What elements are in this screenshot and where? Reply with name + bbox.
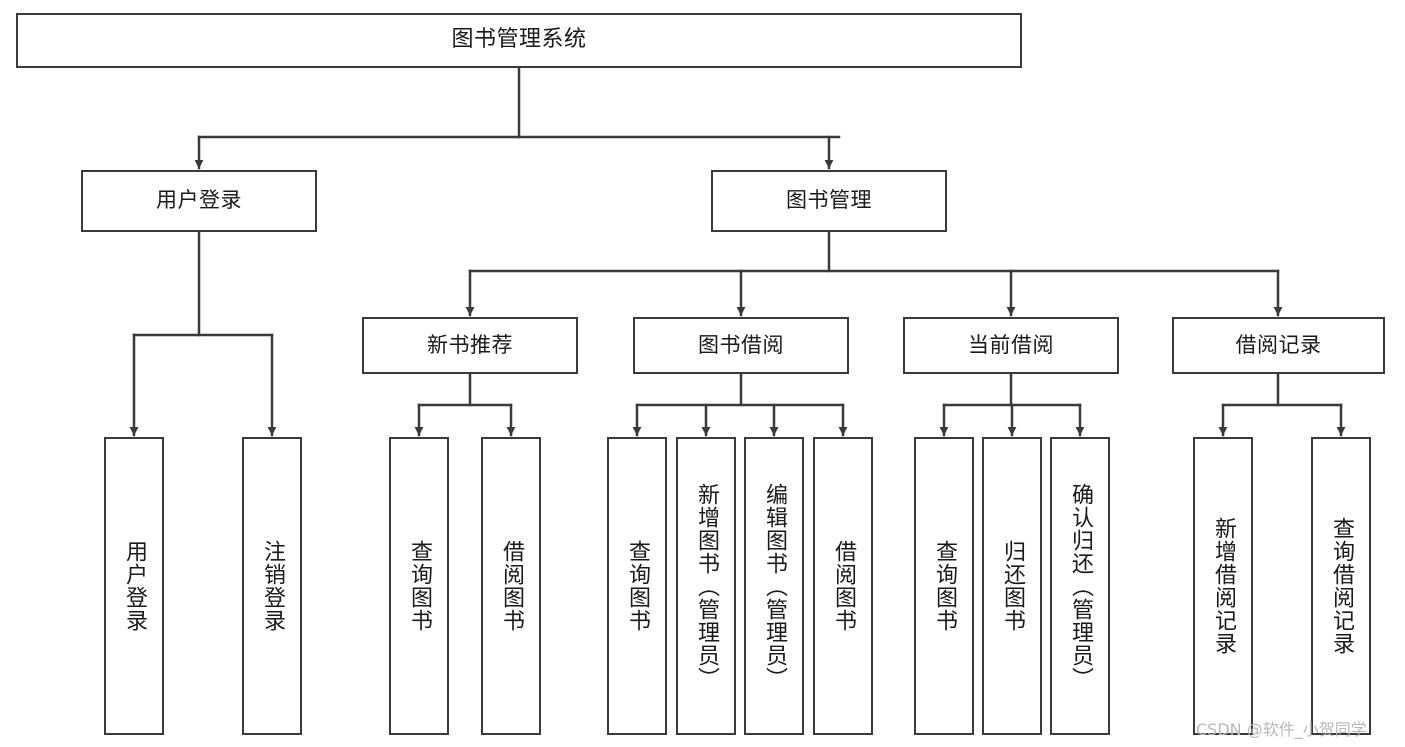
node-book-manage[interactable]: 图书管理 (711, 170, 947, 232)
node-leaf-user-login[interactable]: 用户登录 (104, 437, 164, 735)
node-leaf-user-login-label: 用户登录 (122, 540, 147, 632)
node-leaf-query-book-2-label: 查询图书 (625, 540, 650, 632)
node-leaf-borrow-book-2-label: 借阅图书 (831, 540, 856, 632)
node-user-login[interactable]: 用户登录 (81, 170, 317, 232)
node-leaf-add-record-label: 新增借阅记录 (1211, 517, 1236, 655)
node-borrow-record[interactable]: 借阅记录 (1172, 317, 1385, 374)
node-leaf-query-record-label: 查询借阅记录 (1329, 517, 1354, 655)
node-leaf-borrow-book-2[interactable]: 借阅图书 (813, 437, 873, 735)
node-book-borrow-label: 图书借阅 (698, 332, 784, 357)
csdn-watermark: CSDN @软件_小贺同学 (1196, 720, 1367, 739)
node-leaf-return-book-label: 归还图书 (1000, 540, 1025, 632)
node-book-borrow[interactable]: 图书借阅 (633, 317, 849, 374)
node-leaf-borrow-book-1-label: 借阅图书 (499, 540, 524, 632)
node-leaf-logout-label: 注销登录 (260, 540, 285, 632)
node-leaf-query-book-3[interactable]: 查询图书 (914, 437, 974, 735)
node-leaf-query-record[interactable]: 查询借阅记录 (1311, 437, 1371, 735)
node-leaf-query-book-1[interactable]: 查询图书 (389, 437, 449, 735)
node-leaf-return-book[interactable]: 归还图书 (982, 437, 1042, 735)
node-leaf-add-book-label: 新增图书（管理员） (694, 482, 719, 690)
node-leaf-edit-book-label: 编辑图书（管理员） (762, 482, 787, 690)
node-leaf-edit-book[interactable]: 编辑图书（管理员） (744, 437, 804, 735)
node-new-book-recommend[interactable]: 新书推荐 (362, 317, 578, 374)
node-leaf-query-book-2[interactable]: 查询图书 (607, 437, 667, 735)
node-current-borrow-label: 当前借阅 (968, 332, 1054, 357)
node-borrow-record-label: 借阅记录 (1235, 332, 1322, 357)
node-root-label: 图书管理系统 (451, 27, 587, 53)
node-leaf-add-record[interactable]: 新增借阅记录 (1193, 437, 1253, 735)
node-book-manage-label: 图书管理 (786, 188, 872, 213)
node-user-login-label: 用户登录 (156, 188, 242, 213)
node-leaf-borrow-book-1[interactable]: 借阅图书 (481, 437, 541, 735)
node-leaf-add-book[interactable]: 新增图书（管理员） (676, 437, 736, 735)
node-leaf-logout[interactable]: 注销登录 (242, 437, 302, 735)
node-current-borrow[interactable]: 当前借阅 (903, 317, 1119, 374)
node-leaf-confirm-return[interactable]: 确认归还（管理员） (1050, 437, 1110, 735)
node-new-book-recommend-label: 新书推荐 (427, 332, 513, 357)
node-leaf-confirm-return-label: 确认归还（管理员） (1068, 482, 1093, 690)
node-leaf-query-book-1-label: 查询图书 (407, 540, 432, 632)
node-leaf-query-book-3-label: 查询图书 (932, 540, 957, 632)
node-root[interactable]: 图书管理系统 (16, 13, 1022, 68)
